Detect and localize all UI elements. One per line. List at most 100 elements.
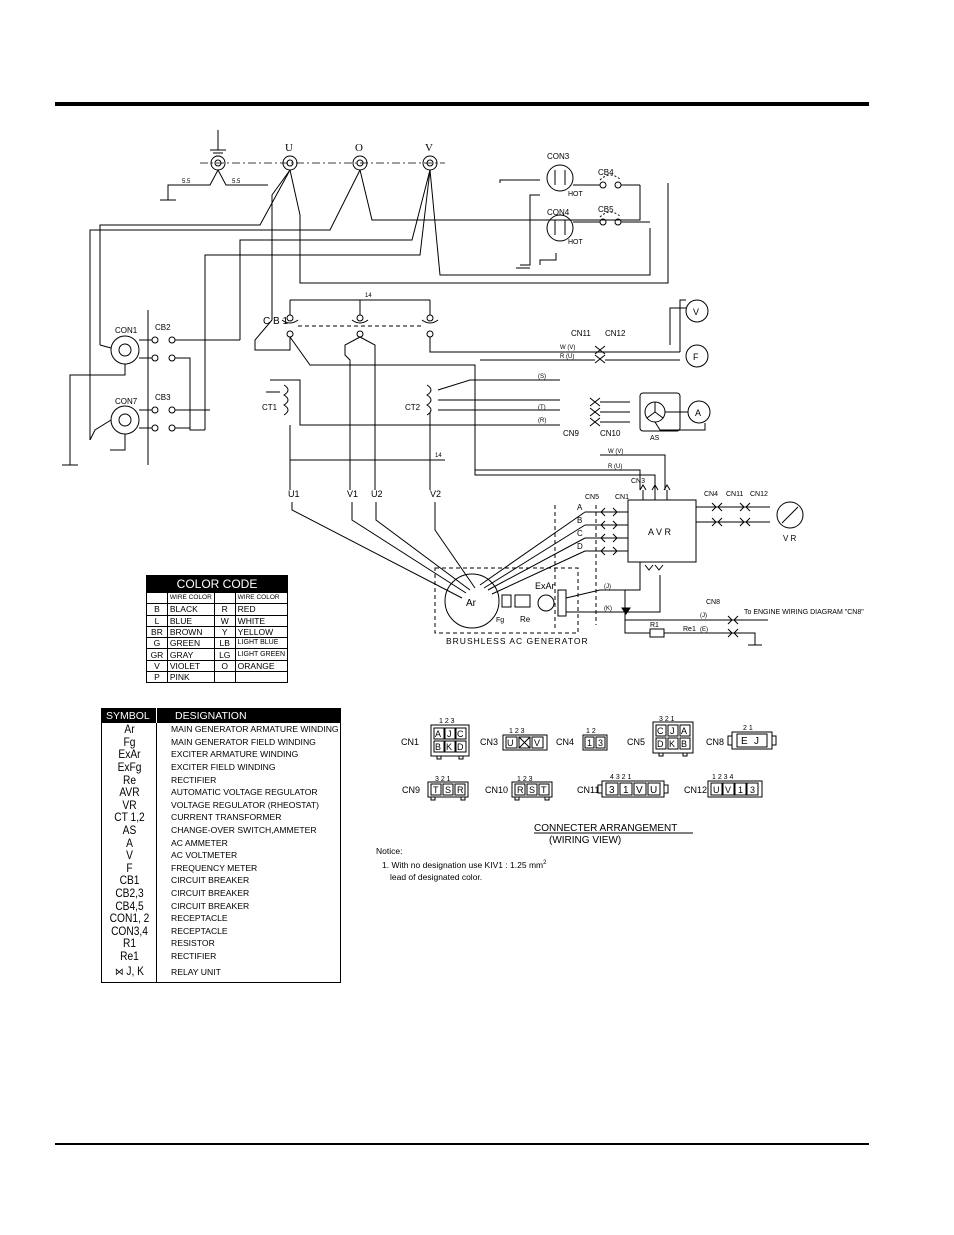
label-v1: V1 [347,489,358,499]
label-cn1: CN1 [615,494,629,501]
relay-icon: ⋈ [114,967,124,979]
cn11-connector: 3 1 V U [597,780,669,798]
svg-text:J: J [447,729,452,739]
ct2-coil-icon [426,384,432,416]
svg-text:S: S [445,785,451,795]
wire-label: (J) [700,613,707,619]
label-u2: U2 [371,489,383,499]
notice-line1: 1. With no designation use KIV1 : 1.25 m… [382,859,547,870]
cn10-label: CN10 [485,785,508,795]
label-hot: HOT [568,191,584,198]
label-re: Re [520,615,531,624]
cn8-pins: 2 1 [743,725,753,732]
len-label: 5.5 [232,179,241,185]
label-con7: CON7 [115,397,138,406]
label-o: O [355,142,363,154]
con3-receptacle-icon [546,164,574,192]
svg-text:S: S [529,785,535,795]
color-code-title: COLOR CODE [146,575,288,593]
svg-text:B: B [681,739,687,749]
label-fg: Fg [496,617,504,624]
label-u1: U1 [288,489,300,499]
svg-text:3: 3 [598,738,603,748]
connector-subtitle: (WIRING VIEW) [549,835,621,846]
notice-title: Notice: [376,846,403,856]
cn8-label: CN8 [706,737,724,747]
wire-label: (E) [700,627,708,633]
frequency-meter-icon [685,344,709,368]
cn10-pins: 1 2 3 [517,776,533,783]
cn12-label: CN12 [684,785,707,795]
label-d: D [577,542,583,551]
generator-block [434,567,579,634]
cn4-connector: 1 3 [582,734,608,751]
wire-label: (R) [538,418,546,424]
avr-block [627,499,697,563]
label-u: U [285,142,293,154]
svg-text:1: 1 [738,785,743,795]
cn1-connector: A J C B K D [430,724,470,760]
label-v2: V2 [430,489,441,499]
cn3-label: CN3 [480,737,498,747]
cn5-pins: 3 2 1 [659,716,675,723]
cn11-label: CN11 [577,785,599,795]
symbol-row: ⋈ J, K RELAY UNIT [102,962,341,983]
symbol-header: SYMBOL [101,708,157,723]
cn3-pins: 1 2 3 [509,728,525,735]
cn1-pins: 1 2 3 [439,718,455,725]
cn12-pins: 1 2 3 4 [712,774,734,781]
cn3-connector: U V [502,734,548,751]
wire-label: R (U) [608,464,622,470]
label-con1: CON1 [115,326,138,335]
cn4-label: CN4 [556,737,574,747]
cn4-pins: 1 2 [586,728,596,735]
svg-text:U: U [507,738,514,748]
notice: Notice: 1. With no designation use KIV1 … [376,845,546,883]
svg-text:R: R [517,785,524,795]
label-con3: CON3 [547,152,570,161]
voltmeter-icon [685,299,709,323]
label-cn11: CN11 [726,491,743,498]
voltage-regulator-icon [776,501,804,529]
svg-text:3: 3 [750,785,755,795]
exciter-icon [537,594,555,612]
label-v: V [425,142,433,154]
label-cn3: CN3 [631,478,645,485]
wire-label: (T) [538,405,546,411]
svg-text:U: U [650,785,657,796]
wire-label: (K) [604,606,612,612]
label-r1: R1 [650,622,659,629]
notice-line2: lead of designated color. [390,871,483,882]
svg-text:D: D [657,739,664,749]
relay-diode-icon [621,607,631,615]
connector-title: CONNECTER ARRANGEMENT [534,823,677,834]
label-re1: Re1 [683,626,696,633]
svg-text:C: C [457,729,464,739]
svg-text:D: D [457,742,464,752]
label-cn10: CN10 [600,429,621,438]
label-ar: Ar [466,598,477,609]
label-cb2: CB2 [155,323,171,332]
bottom-rule [55,1143,869,1145]
label-b: B [577,516,582,525]
label-as: AS [650,435,660,442]
svg-text:U: U [713,785,720,795]
wire-label: W (V) [608,449,623,455]
label-cn12: CN12 [750,491,768,498]
label-cb1: C B 1 [263,316,288,327]
label-exar: ExAr [535,581,555,591]
